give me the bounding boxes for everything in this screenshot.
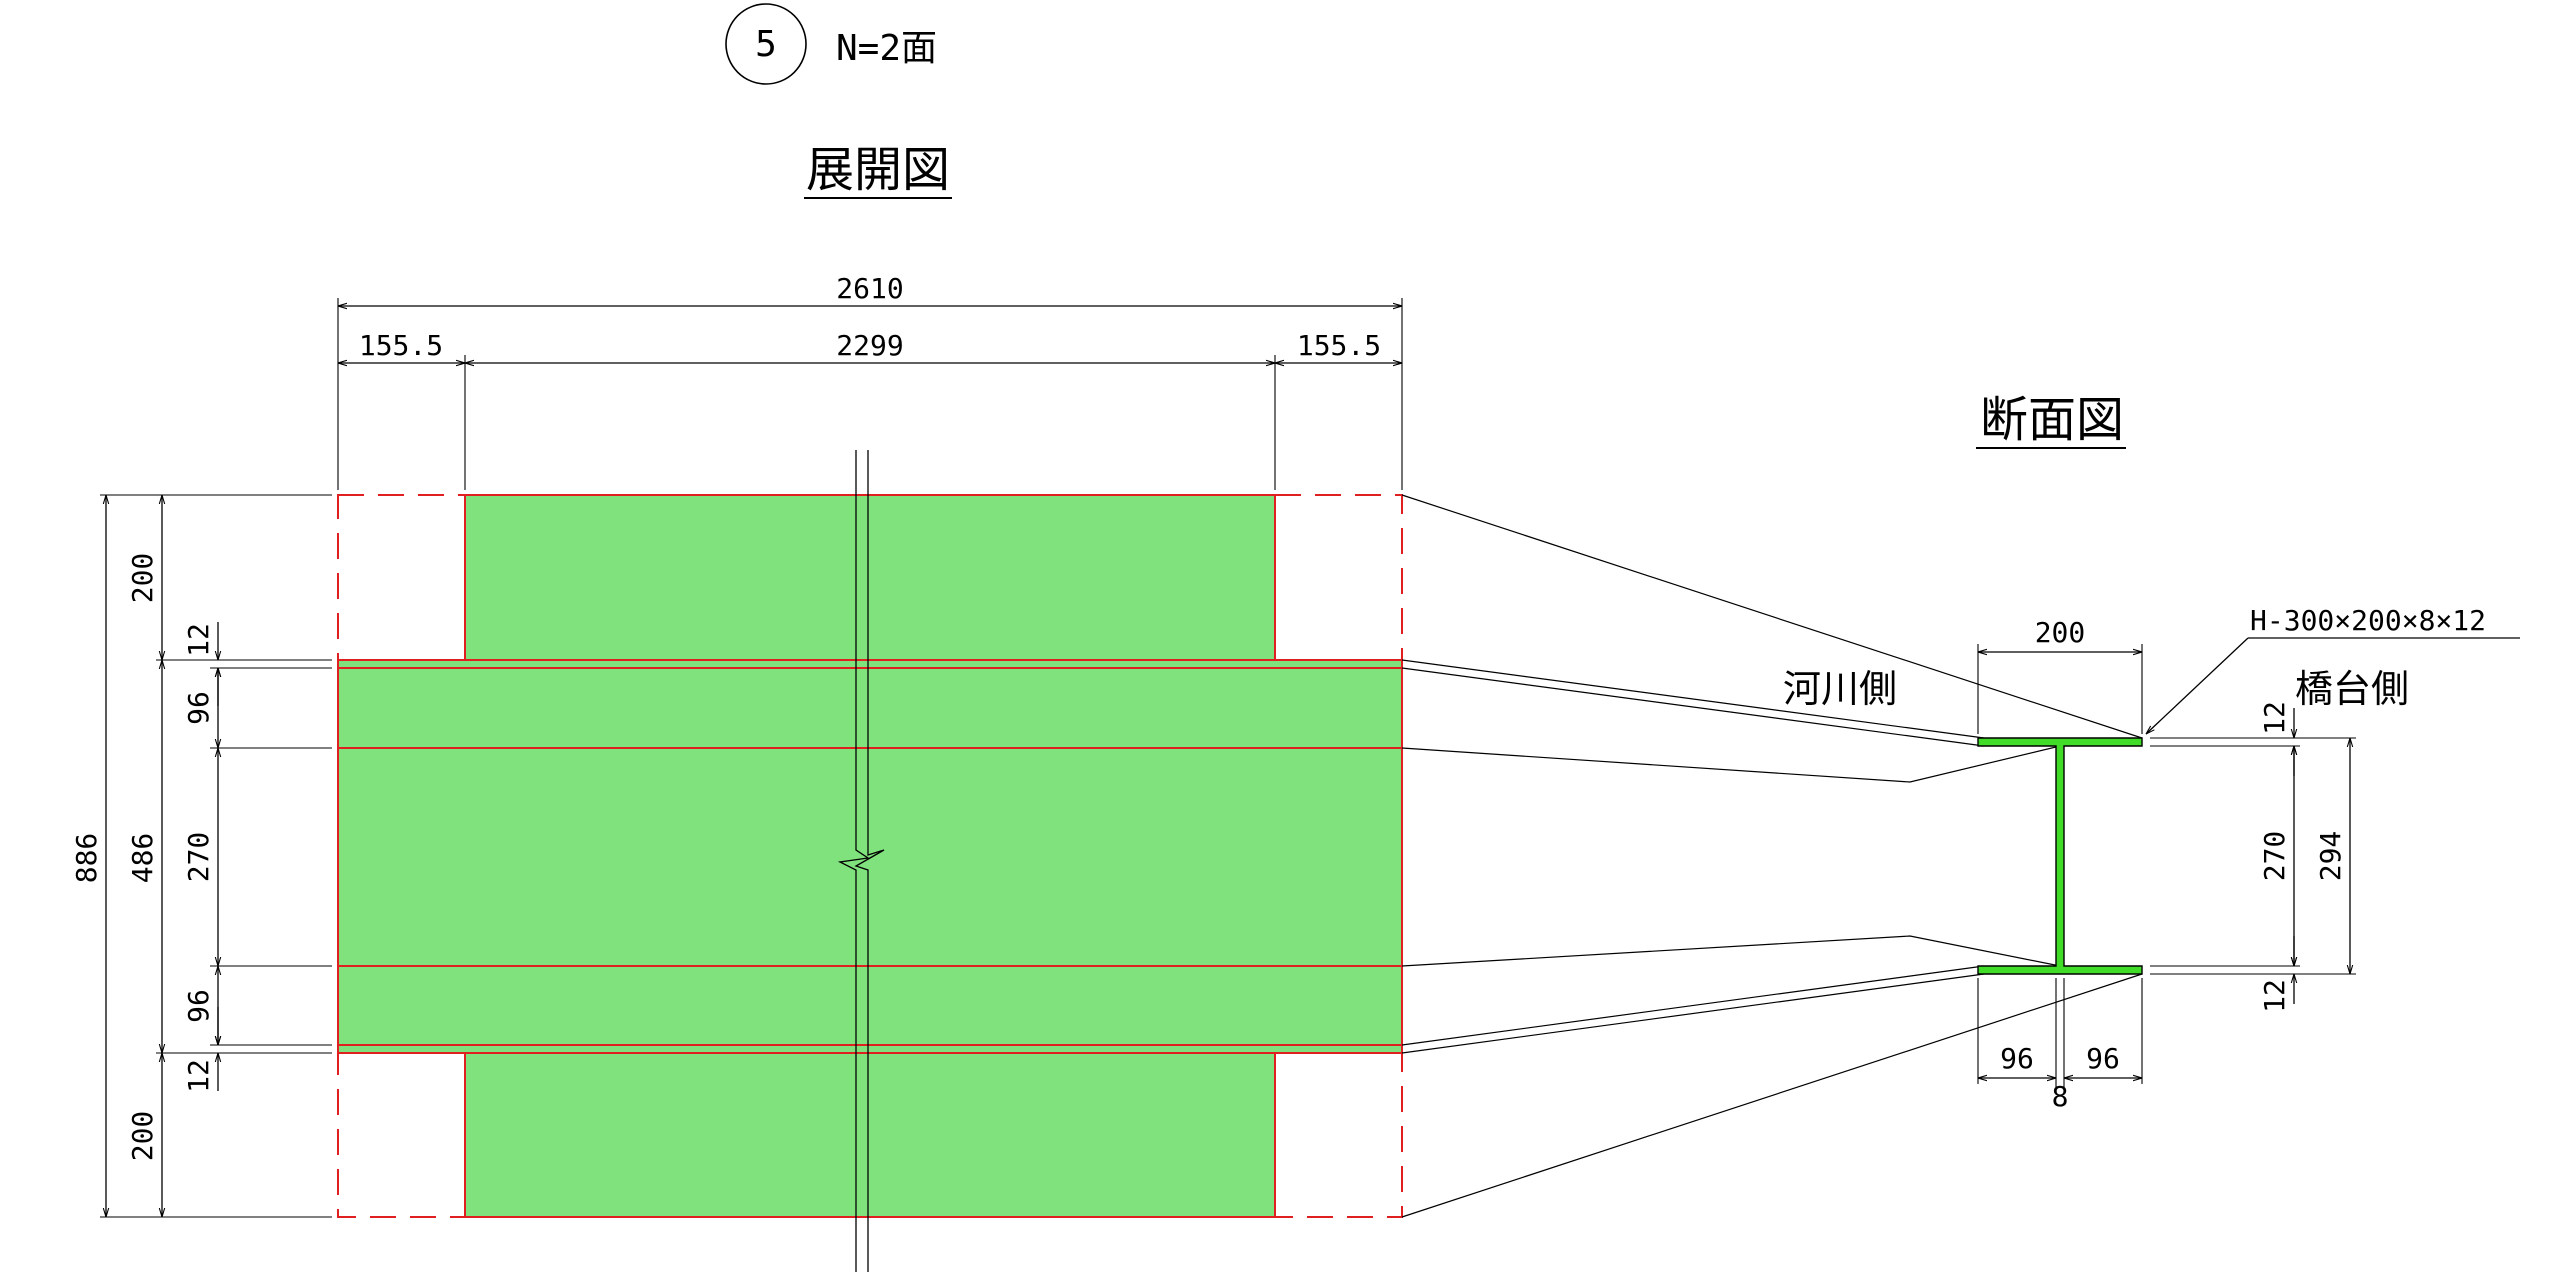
mark-number: 5 (755, 24, 777, 65)
dashed-corner-bottom-right (1274, 1052, 1403, 1218)
horizontal-extension-lines (337, 298, 1403, 490)
overall-width-dimension: 2610 (338, 272, 1402, 306)
vertical-dimension-texts: 886 486 200 200 12 96 270 96 12 (70, 553, 215, 1162)
quantity-label: N=2面 (836, 28, 937, 69)
development-plates (337, 494, 1403, 1218)
section-spec-leader: H-300×200×8×12 (2146, 604, 2520, 734)
dim-section-flange-top: 12 (2258, 701, 2291, 735)
vertical-dimension-lines (106, 495, 218, 1217)
dashed-corner-top-right (1274, 494, 1403, 661)
drawing-header: 5 N=2面 (725, 3, 937, 85)
projection-lines (1401, 494, 2143, 1218)
dim-left-offset: 155.5 (359, 329, 443, 362)
dim-section-half-left: 96 (2000, 1042, 2034, 1075)
bottom-flange-plate (464, 1052, 1276, 1218)
dim-center-width: 2299 (836, 329, 903, 362)
partial-width-dimensions: 155.5 2299 155.5 (338, 329, 1402, 363)
section-bottom-dimensions: 96 96 8 (1977, 978, 2143, 1113)
dashed-corner-top-left (337, 494, 466, 661)
section-width-dimension: 200 (1977, 616, 2143, 734)
mark-number-circle (725, 3, 807, 85)
vertical-extension-lines (100, 494, 332, 1218)
dim-web-zone: 486 (126, 833, 159, 884)
break-line (837, 450, 885, 1272)
dim-right-offset: 155.5 (1297, 329, 1381, 362)
dim-half-flange-bottom: 96 (182, 989, 215, 1023)
section-spec-label: H-300×200×8×12 (2250, 604, 2486, 637)
dim-half-flange-top: 96 (182, 691, 215, 725)
h-beam-section (1977, 737, 2143, 975)
dim-section-inner-height: 270 (2258, 831, 2291, 882)
section-height-dimensions: 12 270 12 294 (2150, 701, 2356, 1013)
dim-section-flange-bottom: 12 (2258, 979, 2291, 1013)
dim-section-web-thickness: 8 (2052, 1080, 2069, 1113)
development-dashed-outline (337, 494, 1403, 1218)
web-plate (337, 659, 1403, 1054)
section-view-title: 断面図 (1980, 392, 2124, 448)
river-side-label: 河川側 (1783, 667, 1897, 711)
dim-flange-width-bottom: 200 (126, 1111, 159, 1162)
abutment-side-label: 橋台側 (2295, 667, 2409, 711)
dim-section-width: 200 (2035, 616, 2086, 649)
dashed-corner-bottom-left (337, 1052, 466, 1218)
section-view: 断面図 河川側 橋台側 H-300×200×8×12 200 (1783, 392, 2520, 1113)
dim-web-height: 270 (182, 832, 215, 883)
development-view-title: 展開図 (806, 142, 950, 198)
dim-overall-height: 886 (70, 833, 103, 884)
dim-overall-width: 2610 (836, 272, 903, 305)
dim-section-half-right: 96 (2086, 1042, 2120, 1075)
dim-flange-width-top: 200 (126, 553, 159, 604)
development-view: 展開図 (70, 142, 1403, 1272)
dim-section-overall-height: 294 (2314, 831, 2347, 882)
dim-flange-thickness-bottom: 12 (182, 1059, 215, 1093)
dim-flange-thickness-top: 12 (182, 623, 215, 657)
top-flange-plate (464, 494, 1276, 661)
